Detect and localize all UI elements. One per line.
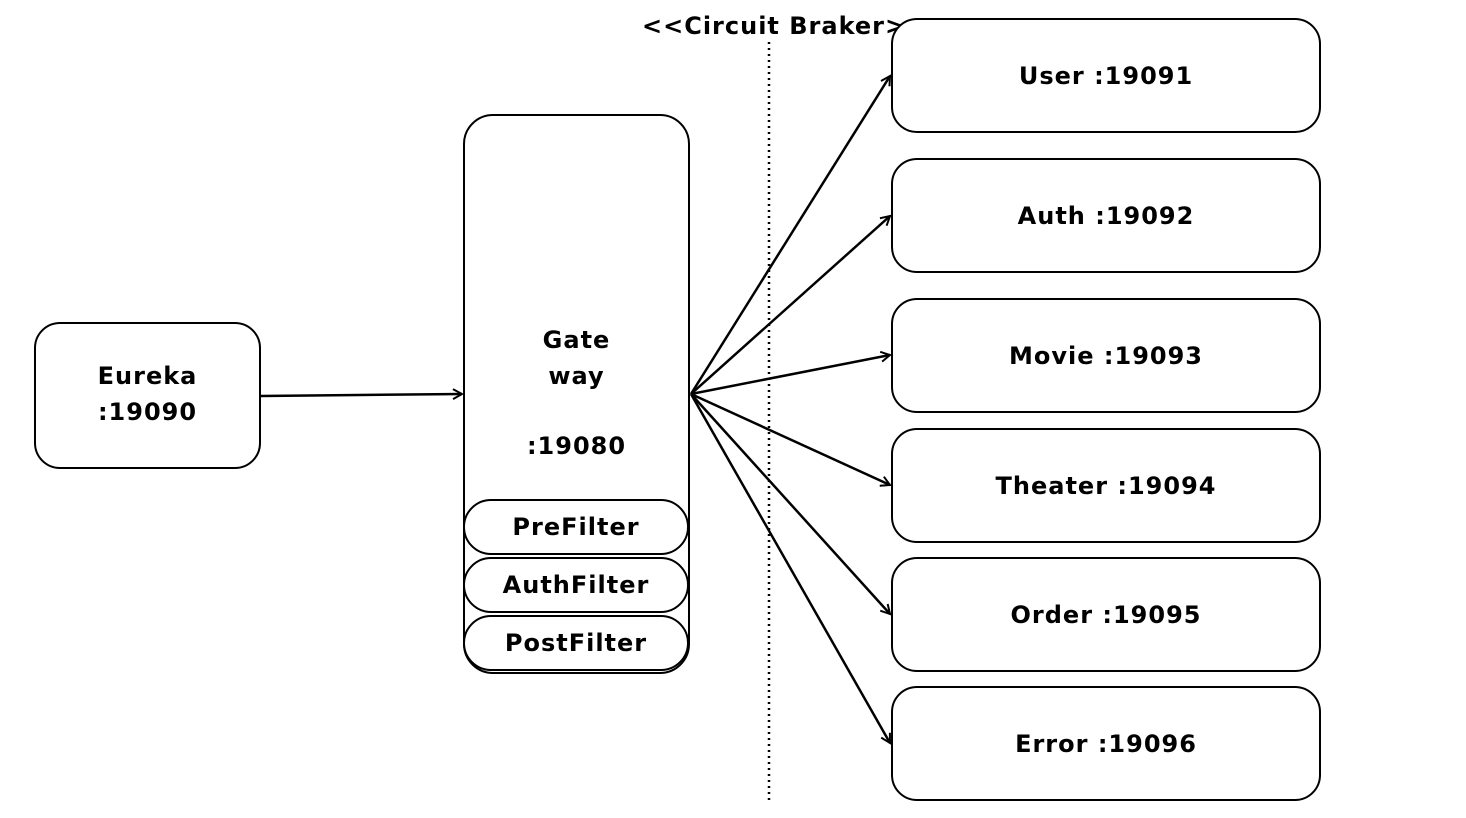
arrow-gateway-to-error [689, 393, 892, 743]
circuit-breaker-label: <<Circuit Braker>> [640, 12, 930, 40]
arrow-gateway-to-auth [690, 216, 890, 395]
arrow-gateway-to-user [689, 76, 890, 395]
prefilter-node: PreFilter [463, 499, 689, 555]
service-error-node: Error :19096 [891, 686, 1321, 801]
service-order-node: Order :19095 [891, 557, 1321, 672]
gateway-line2: way [548, 362, 605, 390]
arrow-gateway-to-movie [690, 355, 890, 396]
service-theater-node: Theater :19094 [891, 428, 1321, 543]
arrow-gateway-to-theater [690, 392, 890, 485]
service-user-node: User :19091 [891, 18, 1321, 133]
eureka-port: :19090 [97, 398, 198, 426]
arrow-eureka-to-gateway [260, 394, 462, 396]
service-auth-node: Auth :19092 [891, 158, 1321, 273]
eureka-node: Eureka :19090 [34, 322, 261, 469]
gateway-port: :19080 [526, 432, 627, 460]
gateway-line1: Gate [542, 326, 611, 354]
eureka-name: Eureka [97, 362, 198, 390]
service-movie-node: Movie :19093 [891, 298, 1321, 413]
postfilter-node: PostFilter [463, 615, 689, 671]
arrow-gateway-to-order [690, 393, 890, 614]
authfilter-node: AuthFilter [463, 557, 689, 613]
